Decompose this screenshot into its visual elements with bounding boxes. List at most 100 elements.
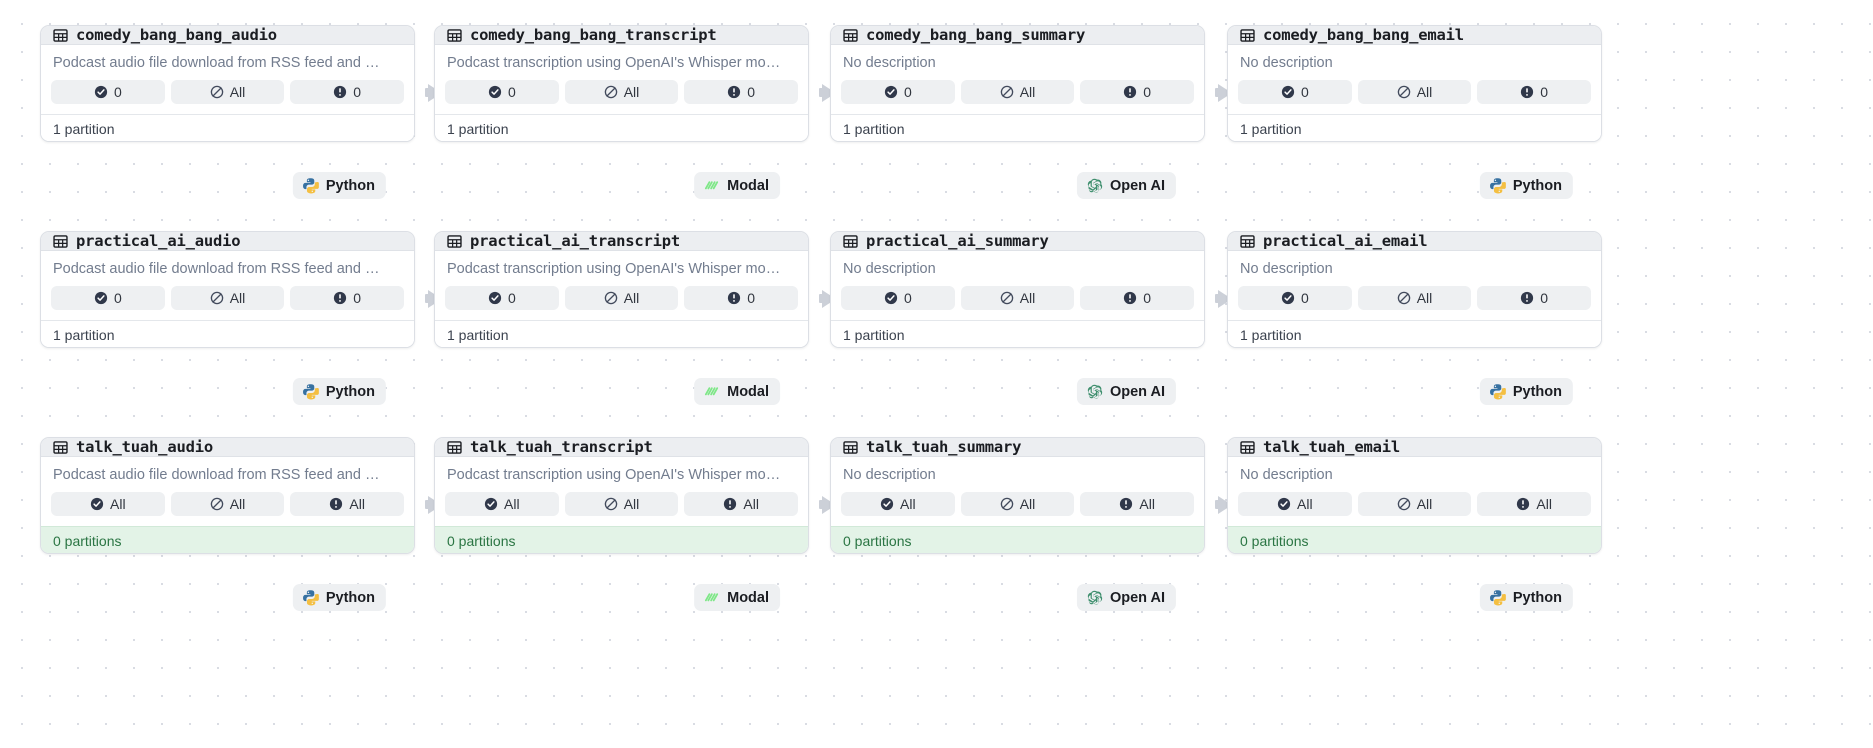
asset-node-title: practical_ai_audio: [76, 232, 241, 250]
asset-partition-count: 1 partition: [1228, 320, 1601, 347]
status-chip-check-circle[interactable]: All: [51, 492, 165, 516]
python-logo-icon: [1490, 178, 1506, 194]
status-chip-slashed-circle[interactable]: All: [564, 492, 679, 516]
asset-kind-tag[interactable]: Modal: [694, 172, 780, 199]
status-chip-check-circle[interactable]: 0: [445, 80, 559, 104]
status-chip-slashed-circle[interactable]: All: [1357, 492, 1472, 516]
status-chip-check-circle[interactable]: 0: [1238, 286, 1352, 310]
status-chip-slashed-circle[interactable]: All: [170, 492, 285, 516]
status-chip-check-circle[interactable]: 0: [841, 80, 955, 104]
asset-kind-label: Python: [325, 383, 375, 400]
check-circle-icon: [1277, 497, 1291, 511]
asset-node-title: comedy_bang_bang_summary: [866, 26, 1086, 44]
status-chip-check-circle[interactable]: 0: [51, 80, 165, 104]
asset-kind-tag[interactable]: Open AI: [1076, 378, 1176, 405]
status-chip-value: 0: [113, 290, 122, 306]
table-icon: [53, 28, 68, 42]
asset-partition-count: 0 partitions: [41, 526, 414, 553]
check-circle-icon: [488, 291, 502, 305]
asset-node-header[interactable]: comedy_bang_bang_audio: [41, 26, 414, 45]
status-chip-exclamation-circle[interactable]: 0: [684, 80, 799, 104]
python-logo-icon: [1490, 384, 1506, 400]
exclamation-circle-icon: [334, 85, 347, 99]
status-chip-slashed-circle[interactable]: All: [564, 286, 679, 310]
status-chip-value: 0: [1143, 290, 1152, 306]
asset-kind-tag[interactable]: Modal: [694, 378, 780, 405]
status-chip-slashed-circle[interactable]: All: [170, 286, 285, 310]
asset-node-header[interactable]: practical_ai_transcript: [435, 232, 808, 251]
status-chip-check-circle[interactable]: 0: [1238, 80, 1352, 104]
asset-kind-tag[interactable]: Python: [1479, 584, 1573, 611]
status-chip-slashed-circle[interactable]: All: [960, 492, 1075, 516]
status-chip-value: All: [1416, 290, 1433, 306]
status-chip-exclamation-circle[interactable]: 0: [684, 286, 799, 310]
status-chip-value: All: [229, 290, 246, 306]
status-chip-exclamation-circle[interactable]: All: [1477, 492, 1592, 516]
table-icon: [53, 440, 68, 454]
status-chip-exclamation-circle[interactable]: All: [290, 492, 405, 516]
asset-kind-tag[interactable]: Python: [1479, 172, 1573, 199]
asset-node-header[interactable]: comedy_bang_bang_summary: [831, 26, 1204, 45]
asset-kind-tag[interactable]: Open AI: [1076, 172, 1176, 199]
status-chip-check-circle[interactable]: All: [841, 492, 955, 516]
status-chip-exclamation-circle[interactable]: All: [1080, 492, 1195, 516]
asset-dependency-edge: [425, 294, 433, 303]
asset-node-description: No description: [1240, 55, 1333, 71]
asset-node-header[interactable]: comedy_bang_bang_email: [1228, 26, 1601, 45]
status-chip-check-circle[interactable]: 0: [445, 286, 559, 310]
status-chip-check-circle[interactable]: 0: [51, 286, 165, 310]
status-chip-check-circle[interactable]: All: [445, 492, 559, 516]
exclamation-circle-icon: [1517, 497, 1530, 511]
asset-node-title: talk_tuah_audio: [76, 438, 213, 456]
status-chip-exclamation-circle[interactable]: 0: [1080, 80, 1195, 104]
asset-node-header[interactable]: comedy_bang_bang_transcript: [435, 26, 808, 45]
status-chip-check-circle[interactable]: All: [1238, 492, 1352, 516]
status-chip-exclamation-circle[interactable]: 0: [1080, 286, 1195, 310]
status-chip-exclamation-circle[interactable]: 0: [290, 80, 405, 104]
asset-kind-tag[interactable]: Open AI: [1076, 584, 1176, 611]
status-chip-slashed-circle[interactable]: All: [1357, 80, 1472, 104]
asset-kind-tag[interactable]: Python: [292, 378, 386, 405]
asset-node-header[interactable]: talk_tuah_email: [1228, 438, 1601, 457]
status-chip-exclamation-circle[interactable]: 0: [1477, 286, 1592, 310]
asset-kind-tag[interactable]: Python: [292, 172, 386, 199]
asset-kind-tag[interactable]: Python: [292, 584, 386, 611]
asset-node-header[interactable]: talk_tuah_audio: [41, 438, 414, 457]
asset-node-header[interactable]: practical_ai_audio: [41, 232, 414, 251]
asset-node-header[interactable]: talk_tuah_transcript: [435, 438, 808, 457]
asset-node-header[interactable]: talk_tuah_summary: [831, 438, 1204, 457]
check-circle-icon: [94, 291, 108, 305]
status-chip-check-circle[interactable]: 0: [841, 286, 955, 310]
status-chip-slashed-circle[interactable]: All: [564, 80, 679, 104]
asset-kind-tag[interactable]: Modal: [694, 584, 780, 611]
status-chip-exclamation-circle[interactable]: 0: [290, 286, 405, 310]
status-chip-exclamation-circle[interactable]: 0: [1477, 80, 1592, 104]
status-chip-exclamation-circle[interactable]: All: [684, 492, 799, 516]
asset-node-header[interactable]: practical_ai_email: [1228, 232, 1601, 251]
modal-logo-icon: [704, 181, 719, 190]
status-chip-value: All: [229, 496, 246, 512]
status-chip-slashed-circle[interactable]: All: [960, 80, 1075, 104]
asset-kind-tag[interactable]: Python: [1479, 378, 1573, 405]
table-icon: [1240, 28, 1255, 42]
status-chip-slashed-circle[interactable]: All: [960, 286, 1075, 310]
openai-logo-icon: [1087, 590, 1103, 605]
asset-kind-label: Open AI: [1109, 177, 1165, 194]
asset-node-header[interactable]: practical_ai_summary: [831, 232, 1204, 251]
status-chip-value: All: [1019, 84, 1036, 100]
status-chip-slashed-circle[interactable]: All: [170, 80, 285, 104]
status-chip-slashed-circle[interactable]: All: [1357, 286, 1472, 310]
